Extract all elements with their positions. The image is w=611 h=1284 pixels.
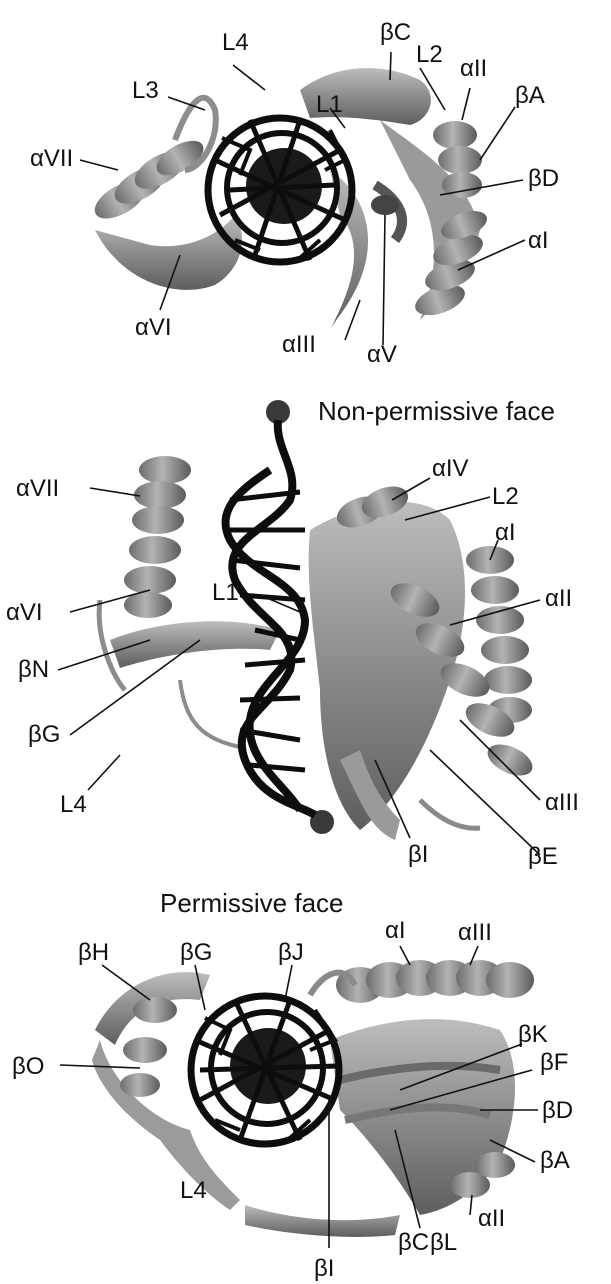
middle-label-be: βE (528, 843, 558, 870)
bottom-label-bo: βO (12, 1053, 44, 1080)
top-label-av: αV (367, 341, 397, 368)
bottom-label-aii: αII (478, 1205, 505, 1232)
top-label-aiii: αIII (282, 331, 316, 358)
top-label-ai: αI (528, 227, 549, 254)
top-label-bc: βC (380, 19, 411, 46)
middle-label-bg: βG (28, 721, 60, 748)
top-label-aii: αII (460, 55, 487, 82)
bottom-label-bd: βD (542, 1097, 573, 1124)
bottom-label-bc: βC (398, 1229, 429, 1256)
top-label-ba: βA (515, 82, 545, 109)
bottom-label-ai: αI (385, 917, 406, 944)
top-label-avii: αVII (30, 145, 73, 172)
middle-label-bn: βN (18, 656, 49, 683)
top-view: L4 βC L2 αII L3 βA L1 αVII βD αI αVI αII… (30, 19, 559, 368)
middle-label-l1: L1 (212, 579, 239, 606)
middle-label-l2: L2 (492, 483, 519, 510)
bottom-helix-ai-aiii (336, 960, 534, 1003)
bottom-title: Permissive face (160, 888, 344, 918)
bottom-label-bh: βH (78, 939, 109, 966)
middle-label-aiv: αIV (432, 455, 469, 482)
top-label-l3: L3 (132, 77, 159, 104)
top-label-avi: αVI (135, 314, 172, 341)
bottom-label-bg: βG (180, 939, 212, 966)
bottom-label-bf: βF (540, 1049, 568, 1076)
middle-protein-ribbon (99, 456, 537, 840)
bottom-label-bi: βI (314, 1255, 334, 1282)
middle-label-l4: L4 (60, 791, 87, 818)
top-label-bd: βD (528, 165, 559, 192)
top-helix-avii (89, 134, 209, 226)
top-label-l2: L2 (416, 41, 443, 68)
top-label-l1: L1 (316, 91, 343, 118)
bottom-label-l4: L4 (180, 1177, 207, 1204)
bottom-view: Permissive face (12, 888, 573, 1282)
top-label-l4: L4 (222, 29, 249, 56)
bottom-label-aiii: αIII (458, 919, 492, 946)
middle-label-avi: αVI (6, 599, 43, 626)
bottom-label-ba: βA (540, 1147, 570, 1174)
bottom-label-bj: βJ (278, 939, 304, 966)
middle-view: Non-permissive face (6, 396, 579, 870)
top-dna (208, 118, 352, 262)
middle-label-aii: αII (545, 585, 572, 612)
top-helix-ai (411, 206, 491, 322)
middle-title: Non-permissive face (318, 396, 555, 426)
middle-label-avii: αVII (16, 475, 59, 502)
bottom-label-bk: βK (518, 1021, 548, 1048)
middle-label-aiii: αIII (545, 789, 579, 816)
middle-label-ai: αI (495, 519, 516, 546)
middle-label-bi: βI (408, 841, 428, 868)
bottom-dna (191, 996, 339, 1144)
bottom-label-bl: βL (430, 1229, 457, 1256)
